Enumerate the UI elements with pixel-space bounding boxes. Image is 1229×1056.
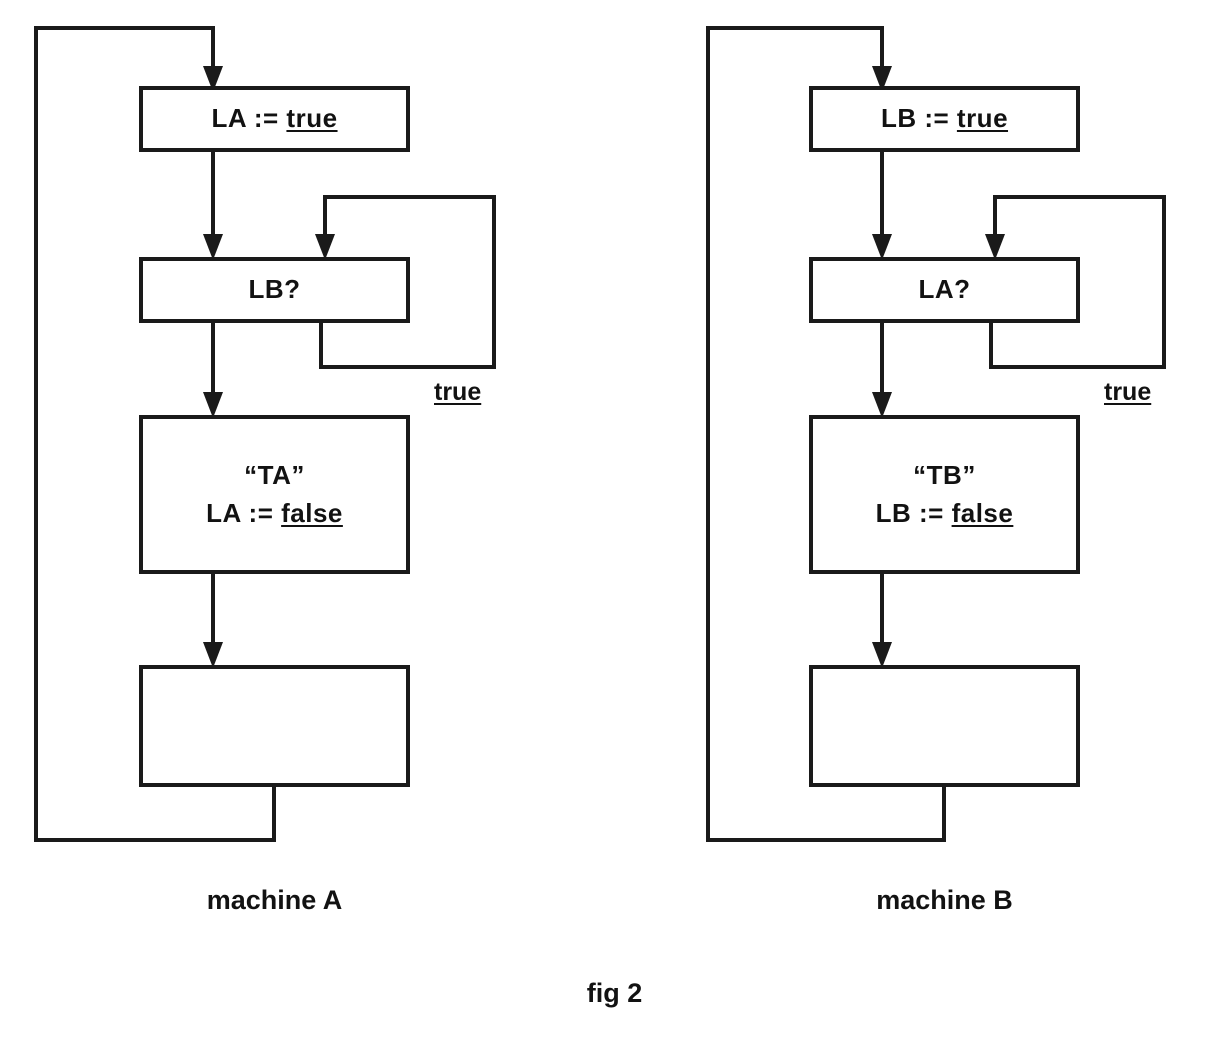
machine-a-box-critical-section	[139, 415, 410, 574]
machine-b-box-remainder	[809, 665, 1080, 787]
machine-b-box-test-flag	[809, 257, 1080, 323]
machine-a-caption-text: machine A	[206, 885, 343, 915]
machine-b-caption-text: machine B	[876, 885, 1013, 915]
machine-b-true-label-text: true	[1104, 378, 1152, 406]
machine-a-outer-loop-arrowhead	[203, 66, 223, 92]
machine-a-edge-set-to-test-arrowhead	[203, 234, 223, 260]
machine-b-true-loop-arrowhead	[985, 234, 1005, 260]
machine-b-box-critical-section	[809, 415, 1080, 574]
machine-b-caption: machine B	[811, 885, 1078, 916]
machine-b-edge-critical-to-remainder-arrowhead	[872, 642, 892, 668]
figure-caption: fig 2	[0, 978, 1229, 1009]
machine-b-graphics	[706, 26, 1166, 842]
machine-b-true-label: true	[1104, 378, 1151, 407]
machine-b-edge-test-to-critical-arrowhead	[872, 392, 892, 418]
machine-a-graphics	[34, 26, 496, 842]
machine-a-true-loop-path	[319, 195, 496, 369]
machine-b-edge-set-to-test-arrowhead	[872, 234, 892, 260]
machine-a-true-loop-arrowhead	[315, 234, 335, 260]
machine-a-edge-test-to-critical-arrowhead	[203, 392, 223, 418]
machine-b-outer-loop-path	[706, 26, 946, 842]
machine-a-outer-loop-path	[34, 26, 276, 842]
figure-caption-text: fig 2	[586, 978, 643, 1008]
machine-b-box-set-flag	[809, 86, 1080, 152]
machine-a-caption: machine A	[141, 885, 408, 916]
machine-a-box-remainder	[139, 665, 410, 787]
machine-b-outer-loop-arrowhead	[872, 66, 892, 92]
machine-a-box-set-flag	[139, 86, 410, 152]
machine-b-true-loop-path	[989, 195, 1166, 369]
machine-a-edge-critical-to-remainder-arrowhead	[203, 642, 223, 668]
machine-a-true-label: true	[434, 378, 481, 407]
machine-a-true-label-text: true	[434, 378, 482, 406]
machine-a-box-test-flag	[139, 257, 410, 323]
